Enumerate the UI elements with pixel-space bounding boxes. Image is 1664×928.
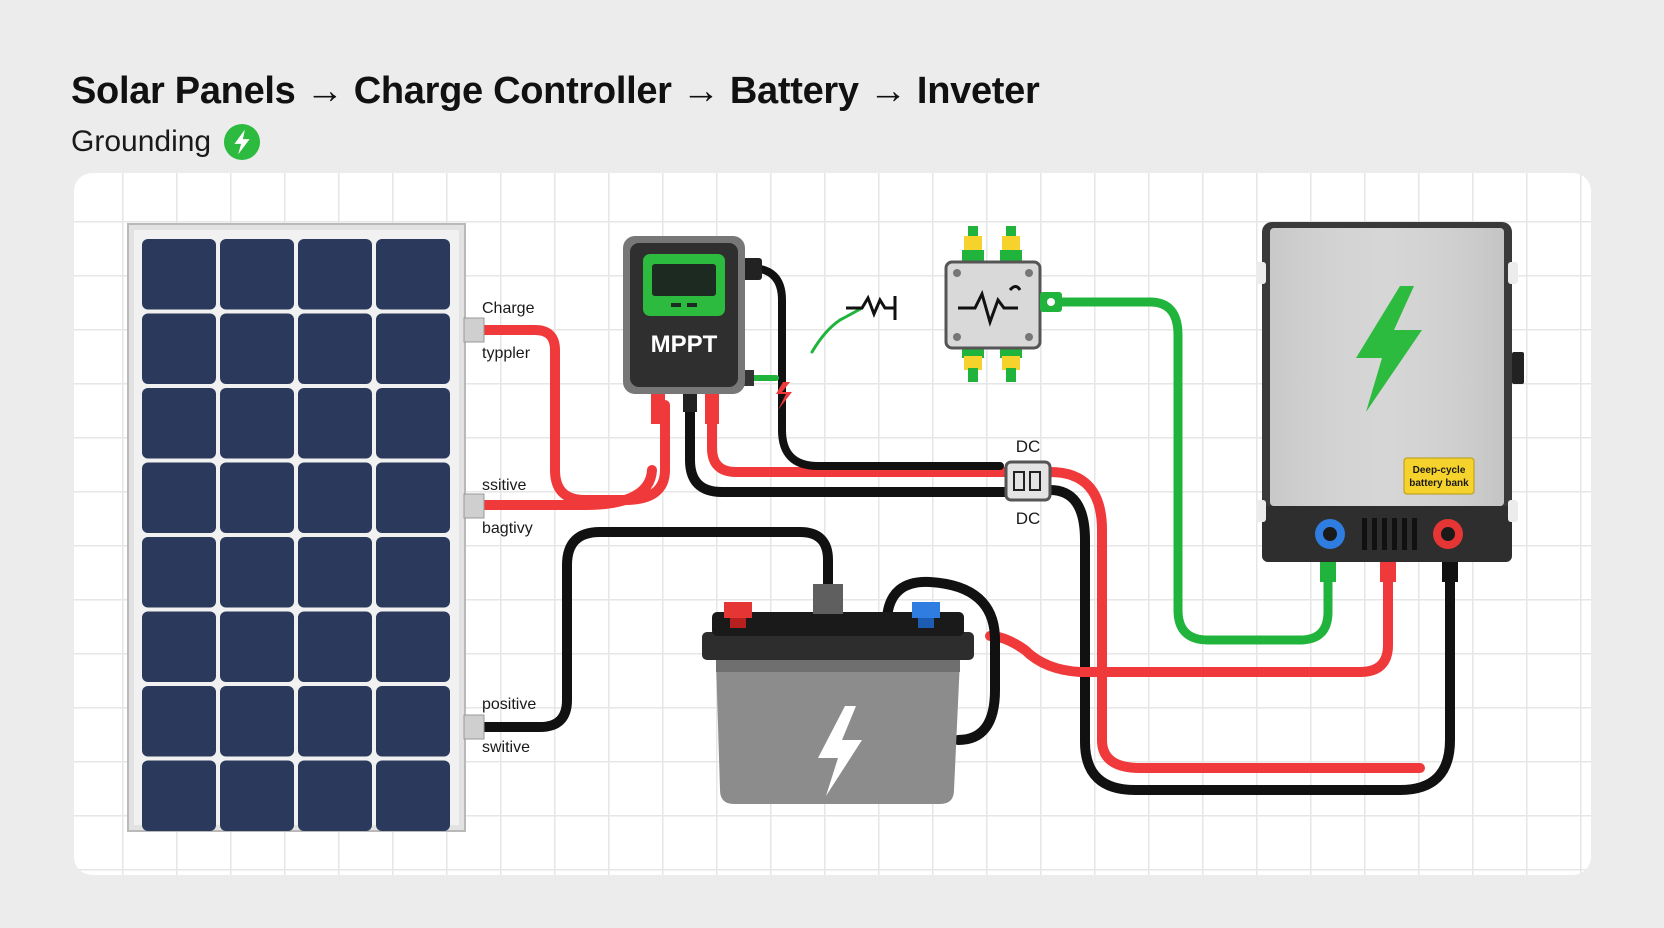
lightning-badge-icon — [224, 123, 261, 161]
wire-mppt-top-negative — [746, 264, 1004, 470]
panel-cell — [142, 760, 216, 831]
panel-cell — [220, 462, 294, 533]
panel-label-bot-a: positive — [482, 696, 536, 713]
panel-cell — [376, 462, 450, 533]
solar-panel-icon — [127, 223, 485, 832]
page-subtitle: Grounding — [71, 123, 261, 161]
breaker-box — [944, 226, 1062, 382]
panel-cell — [298, 611, 372, 682]
panel-cell — [298, 388, 372, 459]
wire-panel-battery-negative — [479, 527, 833, 732]
panel-cell — [376, 611, 450, 682]
panel-label-bot-b: switive — [482, 739, 530, 756]
panel-cell — [376, 388, 450, 459]
panel-cell — [220, 388, 294, 459]
panel-cell — [142, 388, 216, 459]
subtitle-text: Grounding — [71, 125, 212, 158]
panel-cell — [298, 313, 372, 384]
panel-cell — [220, 239, 294, 310]
wire-panel-mid-positive — [479, 465, 657, 510]
panel-label-mid-a: ssitive — [482, 477, 527, 494]
charge-controller: MPPT — [623, 236, 762, 424]
panel-cell — [220, 760, 294, 831]
wire-junction-inverter-negative — [1045, 485, 1455, 795]
panel-label-top-a: Charge — [482, 300, 535, 317]
panel-cell — [298, 239, 372, 310]
panel-connector-top — [463, 317, 485, 343]
panel-cell — [142, 537, 216, 608]
wire-battery-inverter-positive — [985, 567, 1393, 677]
wire-mppt-negative — [685, 395, 1015, 497]
panel-cell — [298, 462, 372, 533]
panel-cell — [376, 760, 450, 831]
junction-top-label: DC — [1016, 437, 1041, 456]
dc-junction — [1004, 460, 1052, 502]
wire-ground-squiggle — [810, 306, 864, 354]
junction-bottom-label: DC — [1016, 509, 1041, 528]
panel-cell — [220, 313, 294, 384]
wire-ground — [1050, 297, 1333, 645]
inverter-tag-line1: Deep-cycle — [1413, 465, 1466, 476]
panel-cell — [376, 686, 450, 757]
panel-cells — [142, 239, 450, 831]
panel-cell — [142, 239, 216, 310]
inverter-icon: Deep-cycle battery bank — [1256, 222, 1524, 582]
wire-battery-negative-loop — [882, 576, 1000, 745]
wire-panel-top-positive — [479, 325, 670, 505]
page-title: Solar Panels → Charge Controller → Batte… — [71, 70, 1040, 112]
ground-symbol-icon — [846, 294, 897, 320]
wire-mppt-positive — [707, 395, 1015, 477]
controller-label: MPPT — [651, 331, 718, 358]
panel-connector-bottom — [463, 714, 485, 740]
wire-junction-inverter-positive — [1045, 467, 1425, 773]
panel-cell — [376, 537, 450, 608]
inverter-tag-line2: battery bank — [1409, 478, 1469, 489]
panel-cell — [298, 686, 372, 757]
panel-cell — [220, 686, 294, 757]
panel-cell — [142, 686, 216, 757]
panel-label-top-b: typpler — [482, 345, 531, 362]
panel-cell — [298, 537, 372, 608]
panel-cell — [142, 611, 216, 682]
fuse-icon — [776, 382, 792, 410]
panel-cell — [220, 537, 294, 608]
panel-cell — [142, 313, 216, 384]
panel-cell — [376, 313, 450, 384]
panel-connector-mid — [463, 493, 485, 519]
panel-label-mid-b: bagtivy — [482, 520, 533, 537]
wires — [479, 264, 1455, 795]
panel-cell — [376, 239, 450, 310]
battery-icon — [702, 584, 974, 804]
panel-cell — [220, 611, 294, 682]
panel-cell — [298, 760, 372, 831]
panel-cell — [142, 462, 216, 533]
